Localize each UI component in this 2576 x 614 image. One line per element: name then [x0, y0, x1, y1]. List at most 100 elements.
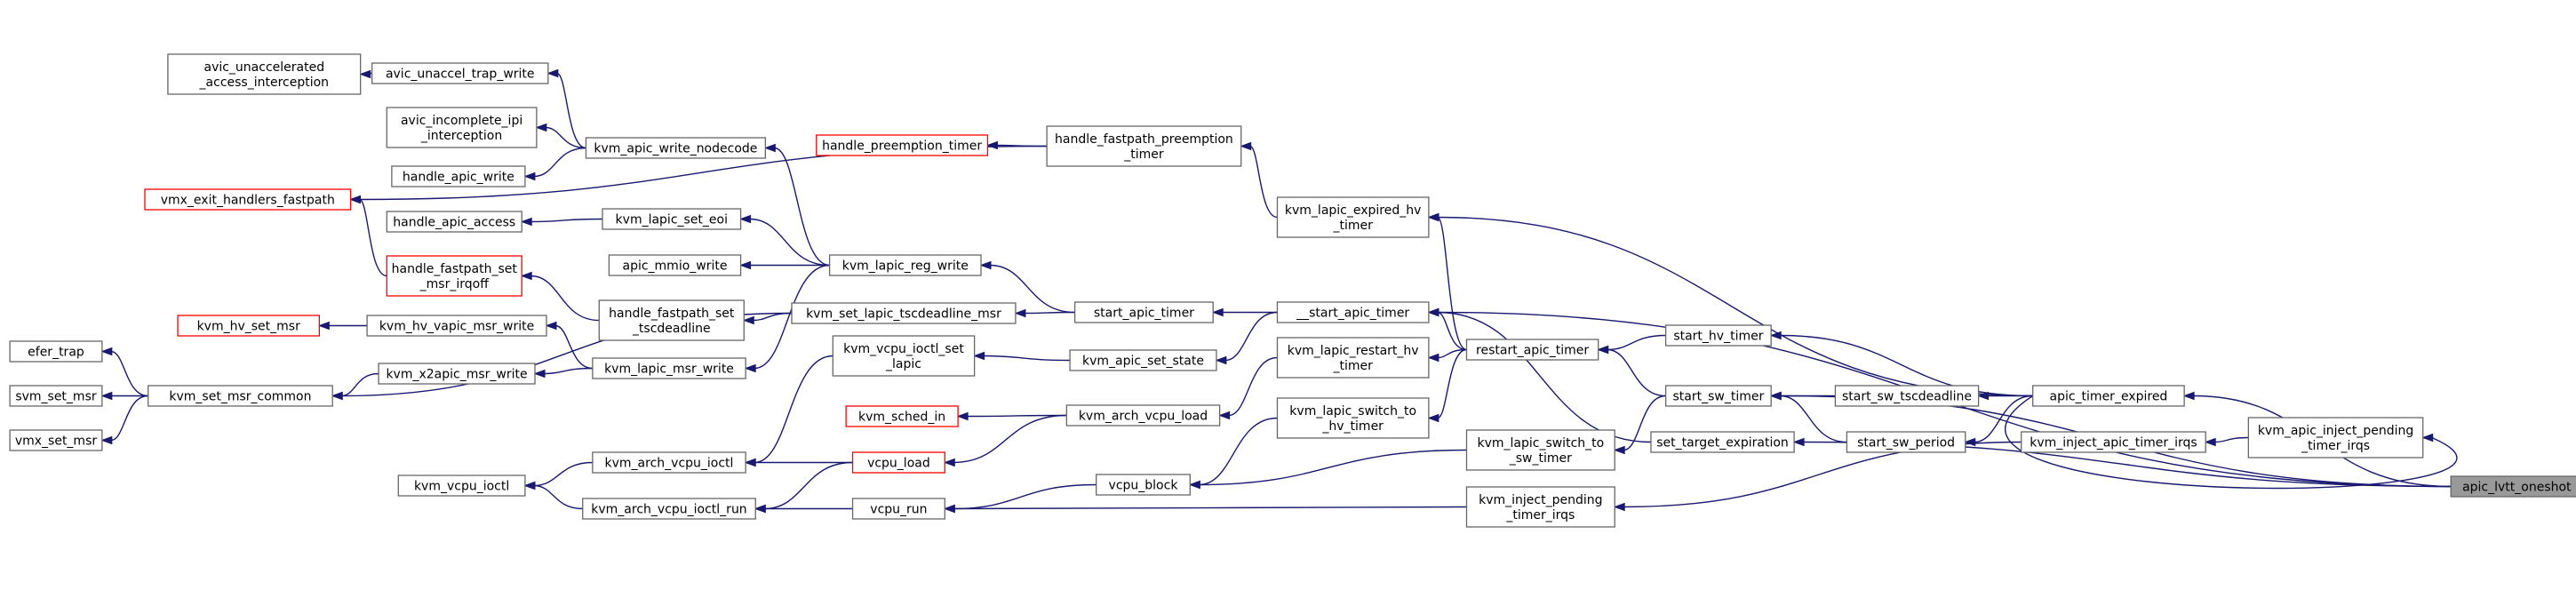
node-label: vmx_set_msr — [15, 435, 98, 449]
node-kvm-apic-write-nodecode[interactable]: kvm_apic_write_nodecode — [585, 137, 767, 159]
node-kvm-arch-vcpu-ioctl[interactable]: kvm_arch_vcpu_ioctl — [592, 451, 746, 474]
node-kvm-apic-set-state[interactable]: kvm_apic_set_state — [1069, 349, 1217, 371]
node-label: _timer_irqs — [1505, 508, 1575, 522]
node-start-apic-timer[interactable]: start_apic_timer — [1073, 301, 1214, 323]
node-label: kvm_lapic_expired_hv — [1285, 203, 1422, 218]
node-kvm-lapic-restart-hv-timer[interactable]: kvm_lapic_restart_hv_timer — [1276, 337, 1430, 379]
node-kvm-sched-in[interactable]: kvm_sched_in — [845, 405, 959, 427]
node-avic-unaccel-trap-write[interactable]: avic_unaccel_trap_write — [371, 62, 549, 84]
node-kvm-set-lapic-tscdeadline-msr[interactable]: kvm_set_lapic_tscdeadline_msr — [791, 302, 1017, 324]
node-handle-fastpath-set-msr-irqoff[interactable]: handle_fastpath_set_msr_irqoff — [386, 255, 522, 297]
node-apic-lvtt-oneshot[interactable]: apic_lvtt_oneshot — [2450, 475, 2576, 498]
node-label: apic_timer_expired — [2050, 390, 2168, 404]
edge-kvm-arch-vcpu-ioctl-to-kvm-vcpu-ioctl-set-lapic — [744, 355, 833, 467]
edge-line — [1780, 395, 1847, 443]
node-label: __start_apic_timer — [1296, 307, 1409, 321]
edge-arrowhead — [359, 69, 371, 79]
node-box — [2021, 431, 2206, 453]
node-kvm-lapic-switch-to-sw-timer[interactable]: kvm_lapic_switch_to_sw_timer — [1465, 429, 1615, 471]
edge-efer-trap-to-kvm-set-msr-common — [100, 347, 148, 397]
edge-vmx-set-msr-to-kvm-set-msr-common — [100, 395, 148, 445]
node-kvm-lapic-set-eoi[interactable]: kvm_lapic_set_eoi — [602, 208, 742, 230]
node-handle-preemption-timer[interactable]: handle_preemption_timer — [816, 134, 989, 156]
node-kvm-vcpu-ioctl-set-lapic[interactable]: kvm_vcpu_ioctl_set_lapic — [832, 335, 976, 377]
node-box — [1664, 385, 1772, 407]
node-label: kvm_vcpu_ioctl_set — [843, 342, 964, 356]
edge-arrowhead — [1211, 307, 1224, 317]
node-start-hv-timer[interactable]: start_hv_timer — [1664, 324, 1772, 347]
node-box — [1276, 337, 1430, 379]
node-box — [1276, 301, 1430, 323]
node-start-sw-tscdeadline[interactable]: start_sw_tscdeadline — [1834, 385, 1980, 407]
edge-line — [754, 264, 830, 370]
edge-apic-mmio-write-to-kvm-lapic-reg-write — [739, 260, 830, 270]
node-kvm-set-msr-common[interactable]: kvm_set_msr_common — [148, 385, 333, 407]
edge-line — [1249, 145, 1278, 219]
node-label: _lapic — [885, 357, 921, 371]
edge-arrowhead — [1427, 212, 1440, 222]
edge-kvm-hv-vapic-msr-write-to-kvm-lapic-msr-write — [545, 321, 593, 370]
node-kvm-lapic-reg-write[interactable]: kvm_lapic_reg_write — [828, 254, 982, 276]
node-kvm-apic-inject-pending-timer-irqs[interactable]: kvm_apic_inject_pending_timer_irqs — [2247, 417, 2424, 459]
node-box — [144, 188, 352, 211]
node-set-target-expiration[interactable]: set_target_expiration — [1650, 431, 1795, 453]
node-label: _msr_irqoff — [419, 277, 490, 291]
node-kvm-arch-vcpu-ioctl-run[interactable]: kvm_arch_vcpu_ioctl_run — [582, 498, 756, 520]
node-layer: apic_lvtt_oneshot apic_timer_expired kvm_a… — [9, 53, 2576, 528]
node-apic-timer-expired[interactable]: apic_timer_expired — [2032, 385, 2185, 407]
node-box — [851, 451, 945, 474]
node-kvm-lapic-msr-write[interactable]: kvm_lapic_msr_write — [592, 357, 746, 379]
node-box — [1073, 301, 1214, 323]
edge-line — [953, 483, 1097, 510]
node-box — [1465, 429, 1615, 471]
node-avic-incomplete-ipi-interception[interactable]: avic_incomplete_ipi_interception — [386, 107, 538, 148]
node-kvm-arch-vcpu-load[interactable]: kvm_arch_vcpu_load — [1065, 404, 1221, 427]
node-kvm-lapic-switch-to-hv-timer[interactable]: kvm_lapic_switch_to_hv_timer — [1276, 397, 1430, 439]
node-label: kvm_lapic_switch_to — [1289, 404, 1416, 419]
node-vmx-exit-handlers-fastpath[interactable]: vmx_exit_handlers_fastpath — [144, 188, 352, 211]
node-label: handle_fastpath_preemption — [1055, 132, 1233, 147]
edge-kvm-arch-vcpu-load-to-kvm-lapic-restart-hv-timer — [1218, 356, 1278, 420]
edge-arrowhead — [520, 271, 532, 281]
edge-arrowhead — [1218, 411, 1231, 420]
node-kvm-lapic-expired-hv-timer[interactable]: kvm_lapic_expired_hv_timer — [1276, 196, 1430, 238]
node-kvm-x2apic-msr-write[interactable]: kvm_x2apic_msr_write — [378, 363, 536, 385]
node-handle-fastpath-preemption-timer[interactable]: handle_fastpath_preemption_timer — [1046, 125, 1242, 167]
node-box — [2032, 385, 2185, 407]
edge-line — [341, 372, 379, 397]
node-start-sw-timer[interactable]: start_sw_timer — [1664, 385, 1772, 407]
edge-arrowhead — [744, 458, 756, 467]
edge-arrowhead — [546, 68, 559, 78]
node-start-sw-period[interactable]: start_sw_period — [1846, 431, 1966, 453]
node-label: avic_unaccel_trap_write — [386, 68, 535, 82]
node-svm-set-msr[interactable]: svm_set_msr — [9, 385, 103, 407]
node---start-apic-timer[interactable]: __start_apic_timer — [1276, 301, 1430, 323]
node-vmx-set-msr[interactable]: vmx_set_msr — [9, 429, 103, 451]
node-kvm-inject-pending-timer-irqs[interactable]: kvm_inject_pending_timer_irqs — [1465, 486, 1615, 528]
node-box — [828, 254, 982, 276]
node-label: start_hv_timer — [1673, 330, 1763, 344]
node-box — [2450, 475, 2576, 498]
node-kvm-hv-vapic-msr-write[interactable]: kvm_hv_vapic_msr_write — [366, 315, 547, 337]
edge-kvm-vcpu-ioctl-set-lapic-to-kvm-apic-set-state — [973, 351, 1071, 362]
node-avic-unaccelerated-access-interception[interactable]: avic_unaccelerated_access_interception — [167, 53, 362, 95]
node-efer-trap[interactable]: efer_trap — [9, 340, 103, 363]
node-handle-fastpath-set-tscdeadline[interactable]: handle_fastpath_set_tscdeadline — [598, 299, 745, 341]
node-box — [1846, 431, 1966, 453]
node-restart-apic-timer[interactable]: restart_apic_timer — [1465, 339, 1599, 361]
node-apic-mmio-write[interactable]: apic_mmio_write — [608, 254, 742, 276]
node-kvm-hv-set-msr[interactable]: kvm_hv_set_msr — [177, 315, 321, 337]
node-handle-apic-access[interactable]: handle_apic_access — [386, 211, 522, 233]
edge-kvm-set-lapic-tscdeadline-msr-to-start-apic-timer — [1014, 308, 1075, 318]
edge-kvm-x2apic-msr-write-to-kvm-lapic-msr-write — [533, 367, 593, 379]
node-kvm-vcpu-ioctl[interactable]: kvm_vcpu_ioctl — [397, 474, 526, 497]
edge-arrowhead — [331, 391, 343, 401]
node-vcpu-load[interactable]: vcpu_load — [851, 451, 945, 474]
node-label: kvm_apic_write_nodecode — [594, 142, 757, 156]
node-vcpu-run[interactable]: vcpu_run — [851, 498, 945, 520]
node-label: handle_preemption_timer — [822, 140, 982, 154]
node-handle-apic-write[interactable]: handle_apic_write — [391, 165, 526, 187]
node-vcpu-block[interactable]: vcpu_block — [1096, 474, 1191, 496]
node-kvm-inject-apic-timer-irqs[interactable]: kvm_inject_apic_timer_irqs — [2021, 431, 2206, 453]
node-label: handle_apic_access — [393, 216, 515, 230]
